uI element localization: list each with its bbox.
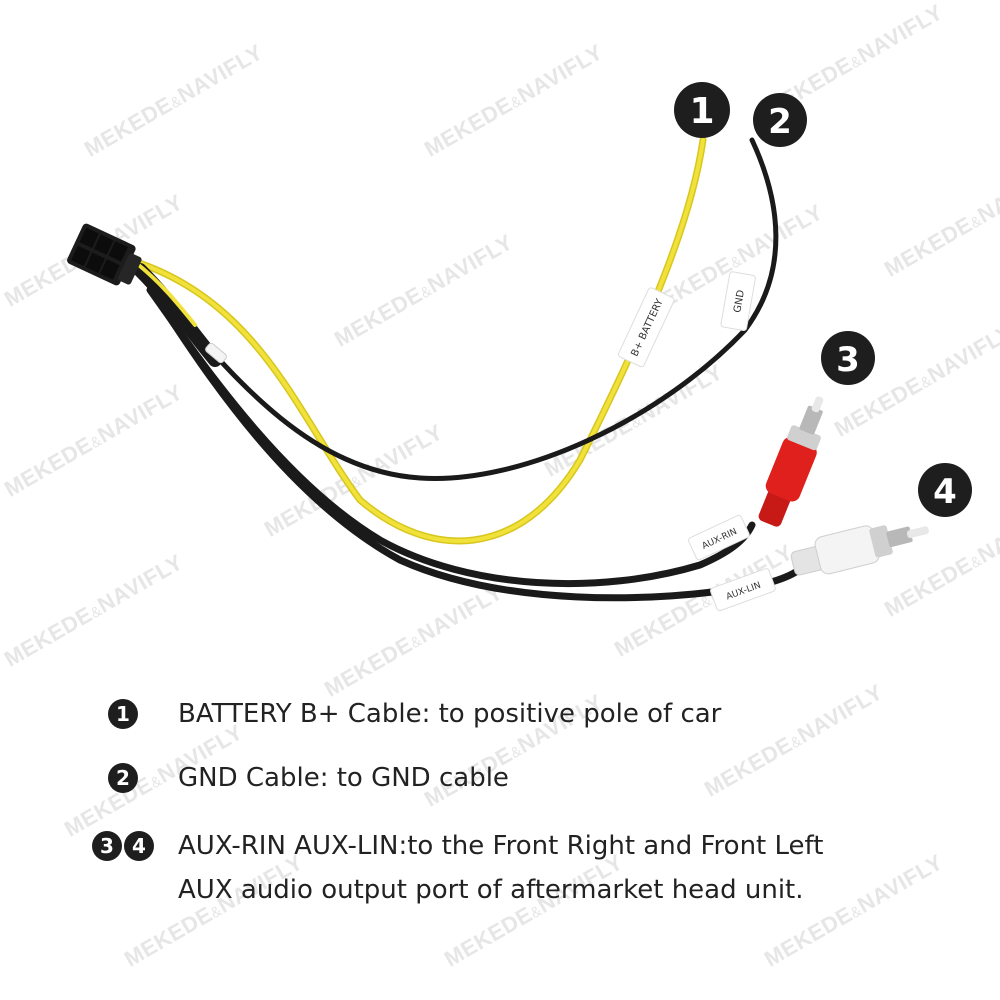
battery-label-tag: B+ BATTERY xyxy=(618,287,675,368)
legend-item-aux: 3 4 AUX-RIN AUX-LIN:to the Front Right a… xyxy=(92,824,823,912)
callout-2: 2 xyxy=(753,93,807,147)
legend-item-battery: 1 BATTERY B+ Cable: to positive pole of … xyxy=(108,692,721,736)
legend-item-gnd: 2 GND Cable: to GND cable xyxy=(108,756,509,800)
gnd-label: GND xyxy=(732,289,747,314)
cable-tie xyxy=(205,342,227,364)
callout-3-number: 3 xyxy=(836,340,860,380)
legend-battery-text: BATTERY B+ Cable: to positive pole of ca… xyxy=(178,699,722,729)
gnd-wire xyxy=(147,137,779,482)
legend-aux-line2: AUX audio output port of aftermarket hea… xyxy=(178,875,804,905)
white-rca-plug xyxy=(790,525,929,576)
legend-badge-2: 2 xyxy=(108,763,138,793)
callout-4-number: 4 xyxy=(933,472,957,512)
callout-4: 4 xyxy=(918,463,972,517)
legend-badge-3: 3 xyxy=(92,831,122,861)
legend-gnd-text: GND Cable: to GND cable xyxy=(178,763,509,793)
harness-connector xyxy=(67,223,142,286)
callout-1: 1 xyxy=(674,82,730,138)
aux-lin-label-tag: AUX-LIN xyxy=(710,568,776,612)
callout-1-number: 1 xyxy=(689,91,714,132)
legend-aux-line1: AUX-RIN AUX-LIN:to the Front Right and F… xyxy=(178,831,824,861)
legend-badge-4: 4 xyxy=(124,831,154,861)
gnd-label-tag: GND xyxy=(720,271,756,332)
callout-2-number: 2 xyxy=(768,102,792,142)
callout-3: 3 xyxy=(821,331,875,385)
red-rca-plug xyxy=(758,396,824,527)
battery-wire xyxy=(126,136,707,545)
legend-badge-1: 1 xyxy=(108,699,138,729)
